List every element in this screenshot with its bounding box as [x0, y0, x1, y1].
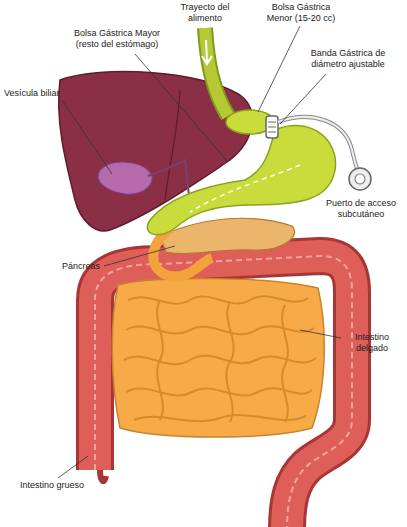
part-label: Intestino grueso: [20, 480, 100, 491]
part-label: Banda Gástrica de diámetro ajustable: [300, 48, 396, 70]
part-label: Páncreas: [62, 261, 122, 272]
part-label: Bolsa Gástrica Mayor (resto del estómago…: [62, 28, 172, 50]
part-label: Puerto de acceso subcutáneo: [322, 198, 400, 220]
part-label: Vesícula biliar: [4, 88, 74, 99]
part-label: Trayecto del alimento: [175, 2, 235, 24]
part-label: Intestino delgado: [344, 332, 400, 354]
part-label: Bolsa Gástrica Menor (15-20 cc): [262, 2, 340, 24]
